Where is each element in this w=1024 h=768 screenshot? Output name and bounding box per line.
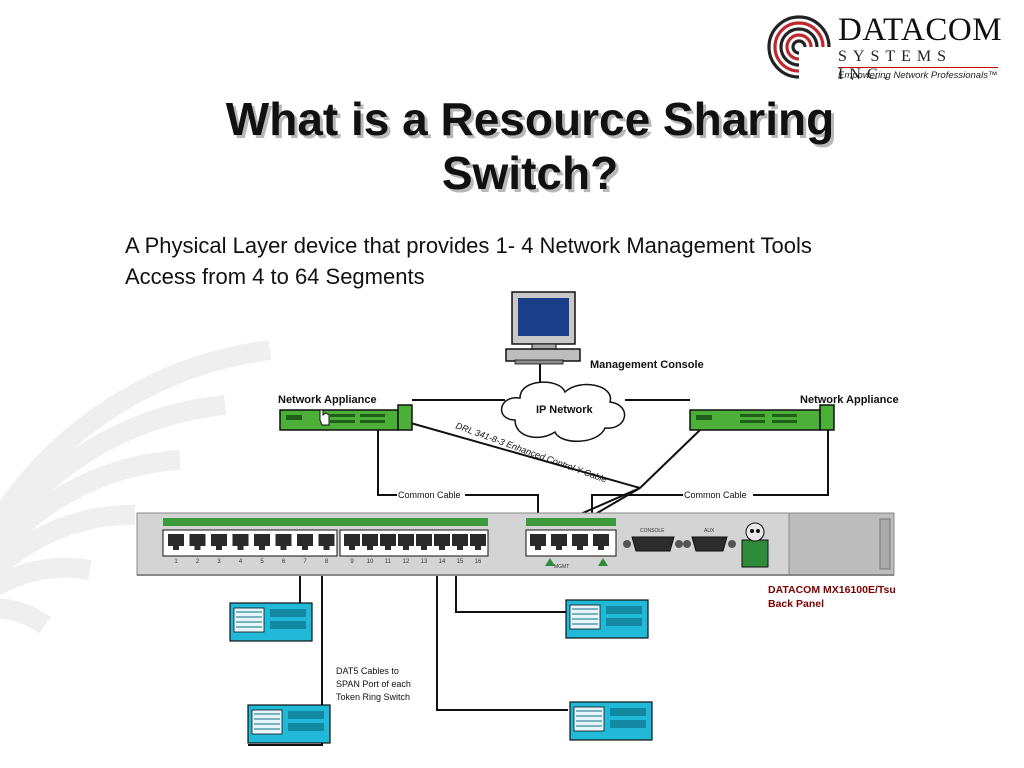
subtitle-line-1: A Physical Layer device that provides 1-… bbox=[125, 233, 812, 258]
console-label: CONSOLE bbox=[640, 528, 665, 534]
token-ring-switch bbox=[569, 701, 653, 741]
slide-subtitle: A Physical Layer device that provides 1-… bbox=[125, 230, 812, 292]
port-number-label: 1 bbox=[174, 559, 178, 565]
port-number-label: 13 bbox=[421, 559, 428, 565]
logo-rule bbox=[838, 67, 998, 68]
slide-title: What is a Resource Sharing Switch? bbox=[120, 92, 940, 200]
company-logo: DATACOM SYSTEMS INC. Empowering Network … bbox=[766, 10, 1006, 88]
port-number-label: 14 bbox=[439, 559, 446, 565]
management-port bbox=[530, 534, 546, 550]
aux-label: AUX bbox=[704, 528, 715, 534]
port-number-label: 7 bbox=[303, 559, 307, 565]
rj45-port bbox=[362, 534, 378, 550]
common-cable-left-label: Common Cable bbox=[398, 490, 461, 500]
rj45-port bbox=[470, 534, 486, 550]
logo-tagline: Empowering Network Professionals™ bbox=[838, 70, 998, 81]
port-number-label: 5 bbox=[260, 559, 264, 565]
port-number-label: 3 bbox=[217, 559, 221, 565]
port-number-label: 12 bbox=[403, 559, 410, 565]
dat-cables-label-1: DAT5 Cables to bbox=[336, 666, 399, 676]
token-ring-switch bbox=[229, 602, 313, 642]
port-number-label: 15 bbox=[457, 559, 464, 565]
token-ring-switch-group bbox=[229, 599, 653, 744]
ip-network-label: IP Network bbox=[536, 404, 594, 416]
back-panel-label: Back Panel bbox=[768, 598, 824, 610]
rj45-port bbox=[297, 534, 313, 550]
management-console-computer bbox=[505, 291, 581, 365]
management-port bbox=[551, 534, 567, 550]
rj45-port bbox=[398, 534, 414, 550]
management-console-label: Management Console bbox=[590, 359, 704, 371]
switch-back-panel bbox=[136, 512, 895, 576]
management-port bbox=[572, 534, 588, 550]
hand-cursor-icon bbox=[319, 409, 330, 426]
datacom-swirl-icon bbox=[767, 15, 832, 80]
common-cable-right-label: Common Cable bbox=[684, 490, 747, 500]
common-cable-right-label-bg bbox=[683, 489, 753, 501]
management-port bbox=[593, 534, 609, 550]
network-appliance-right bbox=[689, 404, 835, 431]
network-appliance-right-label: Network Appliance bbox=[800, 394, 899, 406]
port-number-label: 9 bbox=[350, 559, 354, 565]
dat-cables-label-2: SPAN Port of each bbox=[336, 679, 411, 689]
rj45-port bbox=[168, 534, 184, 550]
common-cable-left-label-bg bbox=[397, 489, 465, 501]
rj45-port bbox=[416, 534, 432, 550]
token-ring-switch bbox=[565, 599, 649, 639]
port-number-label: 10 bbox=[367, 559, 374, 565]
port-number-label: 16 bbox=[475, 559, 482, 565]
rj45-port bbox=[232, 534, 249, 550]
rj45-port-group bbox=[168, 534, 609, 550]
back-panel-model-label: DATACOM MX16100E/Tsu bbox=[768, 584, 896, 596]
ip-network-cloud bbox=[500, 381, 626, 443]
aux-connector bbox=[683, 536, 736, 552]
rj45-port bbox=[211, 534, 227, 550]
network-appliance-left bbox=[279, 404, 413, 431]
rj45-port bbox=[344, 534, 360, 550]
logo-systems: SYSTEMS INC. bbox=[838, 48, 953, 83]
rj45-port bbox=[452, 534, 468, 550]
rj45-port bbox=[434, 534, 450, 550]
power-connector bbox=[741, 522, 769, 568]
rj45-port bbox=[275, 534, 292, 550]
title-line-2: Switch? bbox=[441, 147, 619, 199]
port-number-label: 6 bbox=[282, 559, 286, 565]
port-number-label: 8 bbox=[325, 559, 329, 565]
port-number-label: 2 bbox=[196, 559, 200, 565]
rj45-port bbox=[318, 534, 335, 550]
rj45-port bbox=[254, 534, 270, 550]
mgmt-label: MGMT bbox=[554, 564, 569, 570]
network-appliance-left-label: Network Appliance bbox=[278, 394, 377, 406]
title-line-1: What is a Resource Sharing bbox=[225, 93, 835, 145]
rj45-port bbox=[189, 534, 206, 550]
logo-brand: DATACOM bbox=[838, 12, 1003, 48]
rj45-port bbox=[380, 534, 396, 550]
port-number-label: 11 bbox=[385, 559, 392, 565]
warning-triangle-icons bbox=[545, 558, 608, 566]
token-ring-switch bbox=[247, 704, 331, 744]
subtitle-line-2: Access from 4 to 64 Segments bbox=[125, 264, 425, 289]
dat-cables-label-3: Token Ring Switch bbox=[336, 692, 410, 702]
port-number-label: 4 bbox=[239, 559, 243, 565]
console-connector bbox=[623, 536, 683, 552]
